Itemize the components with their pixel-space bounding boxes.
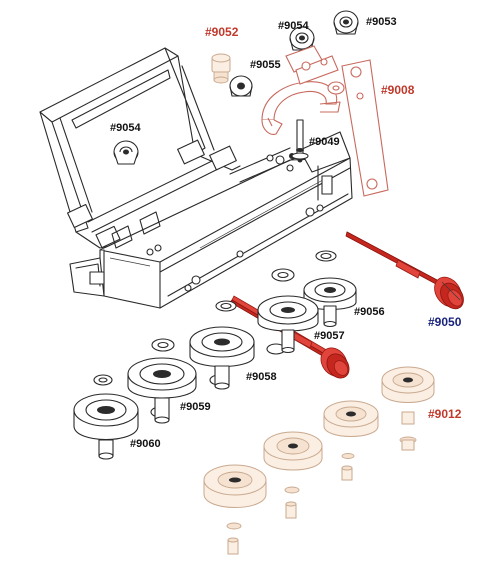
part-9057-wheel xyxy=(257,295,319,354)
label-part-9059: #9059 xyxy=(180,401,211,413)
part-9053-roller xyxy=(333,10,359,35)
label-part-9054-left: #9054 xyxy=(110,122,141,134)
label-part-9060: #9060 xyxy=(130,438,161,450)
part-9049-shaft xyxy=(291,119,309,160)
part-9054-roller-left xyxy=(113,140,139,165)
part-9008-clamp xyxy=(261,45,389,197)
part-9052 xyxy=(211,53,231,84)
part-9058-wheel xyxy=(189,326,255,390)
label-part-9052: #9052 xyxy=(205,25,239,39)
label-part-9053: #9053 xyxy=(366,16,397,28)
label-part-9050: #9050 xyxy=(428,315,462,329)
part-9055-roller xyxy=(229,75,253,97)
label-part-9058: #9058 xyxy=(246,371,277,383)
part-9050-rod xyxy=(345,231,464,310)
label-part-9008: #9008 xyxy=(381,83,415,97)
label-part-9056: #9056 xyxy=(354,306,385,318)
part-9012-wheel-set xyxy=(203,366,435,555)
label-part-9057: #9057 xyxy=(314,330,345,342)
chassis-frame xyxy=(39,47,353,309)
label-part-9054-top: #9054 xyxy=(278,20,309,32)
label-part-9012: #9012 xyxy=(428,407,462,421)
part-9054-roller-top xyxy=(289,26,315,51)
part-9060-wheel xyxy=(73,393,139,460)
label-part-9049: #9049 xyxy=(309,136,340,148)
part-9059-wheel xyxy=(127,357,197,424)
label-part-9055: #9055 xyxy=(250,59,281,71)
